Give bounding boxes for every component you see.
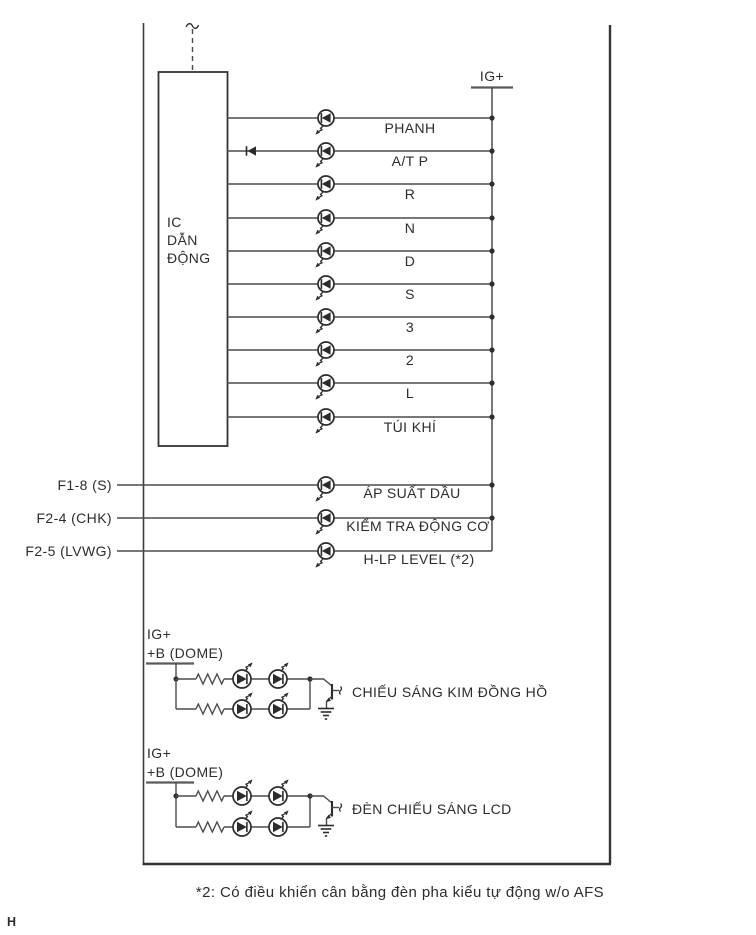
driver-ic-block: IC DẪN ĐỘNG xyxy=(157,23,229,447)
led-icon xyxy=(314,374,335,401)
indicator-label: KIỂM TRA ĐỘNG CƠ xyxy=(346,517,489,534)
junction-dot xyxy=(489,281,495,287)
indicator-label: TÚI KHÍ xyxy=(384,419,437,435)
led-icon xyxy=(268,691,290,719)
junction-dot xyxy=(489,515,495,521)
junction-dot xyxy=(489,380,495,386)
led-icon xyxy=(314,142,335,169)
illumination-section-gauge: IG+ +B (DOME) CHIẾU SÁNG KIM ĐỒNG HỒ xyxy=(146,626,547,721)
resistor-icon xyxy=(195,821,225,833)
supply-label-ig: IG+ xyxy=(147,745,171,761)
supply-label-dome: +B (DOME) xyxy=(147,764,223,780)
led-icon xyxy=(314,341,335,368)
led-icon xyxy=(314,476,335,503)
indicator-label: L xyxy=(406,385,414,401)
led-icon xyxy=(232,661,254,689)
ig-supply-bus: IG+ xyxy=(471,68,513,551)
indicator-label: A/T P xyxy=(392,153,429,169)
outer-frame xyxy=(142,23,612,866)
page-marker: H xyxy=(7,915,16,929)
indicator-label: PHANH xyxy=(384,120,435,136)
resistor-icon xyxy=(195,703,225,715)
junction-dot xyxy=(489,314,495,320)
led-icon xyxy=(314,209,335,236)
indicator-label: N xyxy=(405,220,416,236)
led-icon xyxy=(232,809,254,837)
indicator-row-s: S xyxy=(227,275,495,302)
led-icon xyxy=(314,308,335,335)
indicator-row-r: R xyxy=(227,175,495,202)
ic-label-line1: IC xyxy=(167,214,182,230)
indicator-row-tui-khi: TÚI KHÍ xyxy=(227,408,495,435)
led-icon xyxy=(314,242,335,269)
led-icon xyxy=(314,408,335,435)
indicator-label: 2 xyxy=(406,352,414,368)
ig-terminal-label: IG+ xyxy=(480,68,504,84)
ic-box xyxy=(157,71,229,447)
supply-label-dome: +B (DOME) xyxy=(147,645,223,661)
resistor-icon xyxy=(195,790,225,802)
terminal-label: F2-5 (LVWG) xyxy=(25,543,112,559)
indicator-row-2: 2 xyxy=(227,341,495,368)
external-row-check-engine: F2-4 (CHK) KIỂM TRA ĐỘNG CƠ xyxy=(36,509,495,536)
junction-dot xyxy=(489,181,495,187)
indicator-row-n: N xyxy=(227,209,495,236)
led-icon xyxy=(268,661,290,689)
indicator-row-l: L xyxy=(227,374,495,401)
indicator-label: H-LP LEVEL (*2) xyxy=(363,551,474,567)
section-label: ĐÈN CHIẾU SÁNG LCD xyxy=(352,801,512,817)
led-icon xyxy=(314,509,335,536)
supply-label-ig: IG+ xyxy=(147,626,171,642)
led-icon xyxy=(232,778,254,806)
diode-icon xyxy=(245,146,256,156)
break-tilde-icon xyxy=(185,23,200,29)
junction-dot xyxy=(489,115,495,121)
indicator-row-d: D xyxy=(227,242,495,269)
indicator-label: D xyxy=(405,253,416,269)
ic-label-line3: ĐỘNG xyxy=(167,250,211,266)
illumination-section-lcd: IG+ +B (DOME) ĐÈN CHIẾU SÁNG LCD xyxy=(146,745,512,838)
led-icon xyxy=(314,542,335,569)
resistor-icon xyxy=(195,673,225,685)
junction-dot xyxy=(489,414,495,420)
led-icon xyxy=(232,691,254,719)
footnote: *2: Có điều khiển cân bằng đèn pha kiểu … xyxy=(196,884,604,901)
led-icon xyxy=(314,109,335,136)
led-icon xyxy=(314,275,335,302)
junction-dot xyxy=(489,248,495,254)
indicator-label: R xyxy=(405,186,416,202)
junction-dot xyxy=(489,347,495,353)
led-icon xyxy=(268,778,290,806)
transistor-ground-icon xyxy=(308,794,343,838)
junction-dot xyxy=(489,482,495,488)
indicator-row-phanh: PHANH xyxy=(227,109,495,136)
indicator-label: S xyxy=(405,286,415,302)
indicator-row-atp: A/T P xyxy=(227,142,495,169)
indicator-label: ÁP SUẤT DẦU xyxy=(363,485,460,501)
led-icon xyxy=(314,175,335,202)
led-icon xyxy=(268,809,290,837)
indicator-label: 3 xyxy=(406,319,414,335)
transistor-ground-icon xyxy=(308,677,343,721)
junction-dot xyxy=(489,148,495,154)
external-row-hlp-level: F2-5 (LVWG) H-LP LEVEL (*2) xyxy=(25,542,492,569)
section-label: CHIẾU SÁNG KIM ĐỒNG HỒ xyxy=(352,683,547,700)
junction-dot xyxy=(489,215,495,221)
indicator-row-3: 3 xyxy=(227,308,495,335)
external-row-oil-pressure: F1-8 (S) ÁP SUẤT DẦU xyxy=(57,476,495,503)
terminal-label: F2-4 (CHK) xyxy=(36,510,112,526)
terminal-label: F1-8 (S) xyxy=(57,477,112,493)
ic-label-line2: DẪN xyxy=(167,232,198,248)
